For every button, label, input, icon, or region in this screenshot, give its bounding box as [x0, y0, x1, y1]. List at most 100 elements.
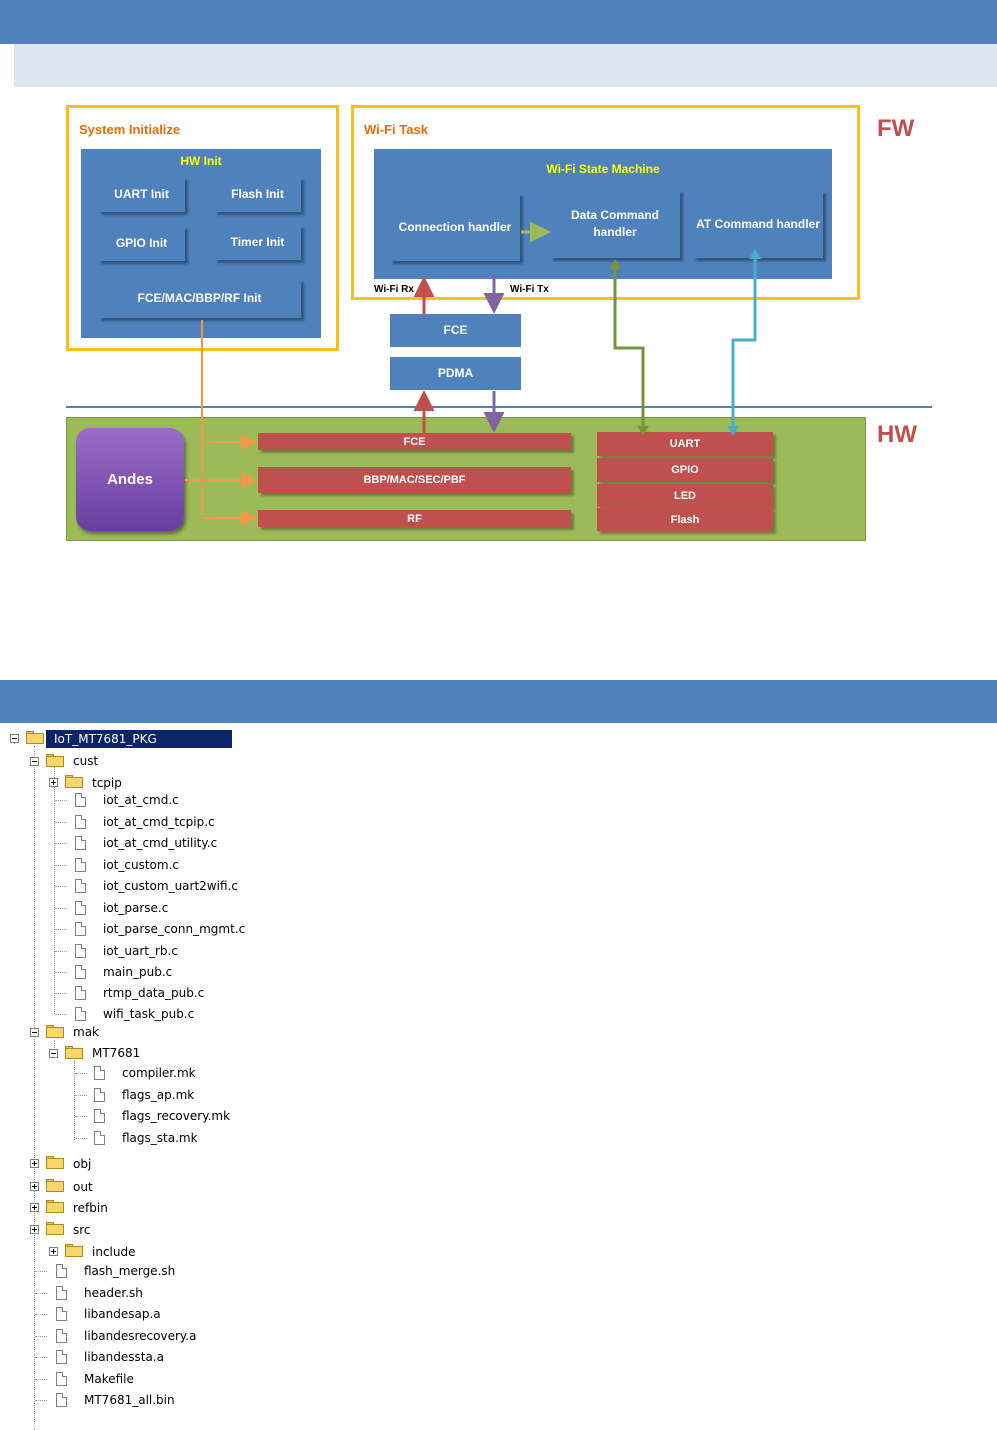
- connection-handler-box: Connection handler: [390, 193, 520, 261]
- file-icon: [56, 1393, 67, 1407]
- tree-item-cust[interactable]: cust: [73, 754, 99, 768]
- file-icon: [56, 1329, 67, 1343]
- file-icon: [75, 965, 86, 979]
- data-command-handler-box: Data Command handler: [550, 190, 680, 258]
- hw-label: HW: [877, 421, 917, 448]
- fce-mac-bbp-rf-init-box: FCE/MAC/BBP/RF Init: [98, 279, 301, 318]
- tree-item-file[interactable]: MT7681_all.bin: [84, 1393, 175, 1407]
- wifi-task-title: Wi-Fi Task: [364, 122, 428, 137]
- file-icon: [75, 986, 86, 1000]
- tree-item-obj[interactable]: obj: [73, 1157, 92, 1171]
- file-icon: [94, 1066, 105, 1080]
- hw-gpio-bar: GPIO: [597, 458, 773, 482]
- architecture-diagram: System Initialize HW Init UART Init Flas…: [0, 95, 997, 555]
- tree-item-file[interactable]: libandesrecovery.a: [84, 1329, 197, 1343]
- file-icon: [75, 793, 86, 807]
- include-expand-toggle[interactable]: [49, 1247, 58, 1256]
- tree-item-src[interactable]: src: [73, 1223, 91, 1237]
- at-command-handler-box: AT Command handler: [693, 190, 823, 258]
- file-icon: [75, 944, 86, 958]
- andes-cpu-box: Andes: [76, 428, 184, 531]
- flash-init-box: Flash Init: [214, 177, 301, 212]
- hw-flash-bar: Flash: [597, 508, 773, 531]
- folder-icon: [65, 1046, 83, 1059]
- tree-item-file[interactable]: wifi_task_pub.c: [103, 1007, 195, 1021]
- mt7681-collapse-toggle[interactable]: [49, 1049, 58, 1058]
- folder-icon: [46, 1222, 64, 1235]
- tree-item-file[interactable]: flash_merge.sh: [84, 1264, 176, 1278]
- folder-icon: [26, 731, 44, 744]
- file-icon: [56, 1307, 67, 1321]
- hw-fce-bar: FCE: [258, 433, 571, 450]
- file-icon: [75, 879, 86, 893]
- file-icon: [75, 836, 86, 850]
- src-expand-toggle[interactable]: [30, 1225, 39, 1234]
- file-icon: [56, 1372, 67, 1386]
- tree-root[interactable]: IoT_MT7681_PKG: [46, 730, 232, 748]
- tree-item-file[interactable]: flags_recovery.mk: [122, 1109, 231, 1123]
- tree-item-file[interactable]: libandessta.a: [84, 1350, 164, 1364]
- file-icon: [56, 1264, 67, 1278]
- file-icon: [94, 1088, 105, 1102]
- file-icon: [75, 922, 86, 936]
- tree-item-file[interactable]: iot_custom.c: [103, 858, 179, 872]
- tree-item-file[interactable]: iot_uart_rb.c: [103, 944, 178, 958]
- file-icon: [56, 1286, 67, 1300]
- tree-item-file[interactable]: rtmp_data_pub.c: [103, 986, 205, 1000]
- folder-icon: [46, 1200, 64, 1213]
- file-icon: [75, 815, 86, 829]
- folder-icon: [46, 1179, 64, 1192]
- tree-item-out[interactable]: out: [73, 1180, 93, 1194]
- out-expand-toggle[interactable]: [30, 1182, 39, 1191]
- system-initialize-title: System Initialize: [79, 122, 181, 137]
- header-band: [0, 0, 997, 44]
- wifi-rx-label: Wi-Fi Rx: [374, 284, 414, 295]
- fw-label: FW: [877, 115, 915, 142]
- cust-collapse-toggle[interactable]: [30, 757, 39, 766]
- tree-item-file[interactable]: Makefile: [84, 1372, 134, 1386]
- hw-init-title: HW Init: [180, 154, 222, 168]
- refbin-expand-toggle[interactable]: [30, 1203, 39, 1212]
- hw-bbp-mac-sec-pbf-bar: BBP/MAC/SEC/PBF: [258, 467, 571, 493]
- file-icon: [94, 1131, 105, 1145]
- tree-item-file[interactable]: flags_sta.mk: [122, 1131, 198, 1145]
- file-icon: [75, 858, 86, 872]
- folder-icon: [46, 1156, 64, 1169]
- wifi-tx-label: Wi-Fi Tx: [510, 284, 549, 295]
- hw-rf-bar: RF: [258, 510, 571, 527]
- tree-item-file[interactable]: compiler.mk: [122, 1066, 196, 1080]
- header-subband: [14, 44, 997, 87]
- tree-item-include[interactable]: include: [92, 1245, 136, 1259]
- tree-item-file[interactable]: header.sh: [84, 1286, 143, 1300]
- file-icon: [94, 1109, 105, 1123]
- tree-item-file[interactable]: iot_at_cmd_utility.c: [103, 836, 218, 850]
- tree-item-refbin[interactable]: refbin: [73, 1201, 108, 1215]
- hw-uart-bar: UART: [597, 432, 773, 456]
- file-icon: [75, 901, 86, 915]
- file-tree: IoT_MT7681_PKG cust tcpip iot_at_cmd.c i…: [0, 724, 997, 1430]
- tree-item-file[interactable]: main_pub.c: [103, 965, 173, 979]
- folder-icon: [46, 754, 64, 767]
- pdma-box: PDMA: [390, 357, 521, 390]
- tree-item-file[interactable]: iot_at_cmd.c: [103, 793, 179, 807]
- folder-icon: [46, 1025, 64, 1038]
- tree-item-file[interactable]: iot_parse.c: [103, 901, 169, 915]
- fce-box: FCE: [390, 314, 521, 347]
- tree-item-tcpip[interactable]: tcpip: [92, 776, 122, 790]
- obj-expand-toggle[interactable]: [30, 1159, 39, 1168]
- tree-item-file[interactable]: iot_custom_uart2wifi.c: [103, 879, 238, 893]
- root-collapse-toggle[interactable]: [10, 734, 19, 743]
- tree-item-file[interactable]: flags_ap.mk: [122, 1088, 195, 1102]
- folder-icon: [65, 775, 83, 788]
- gpio-init-box: GPIO Init: [98, 226, 185, 261]
- tree-item-mak[interactable]: mak: [73, 1025, 99, 1039]
- hw-led-bar: LED: [597, 484, 773, 507]
- fw-hw-separator: [66, 406, 932, 408]
- tree-item-file[interactable]: libandesap.a: [84, 1307, 161, 1321]
- tree-item-mt7681[interactable]: MT7681: [92, 1046, 141, 1060]
- tcpip-expand-toggle[interactable]: [49, 778, 58, 787]
- mak-collapse-toggle[interactable]: [30, 1028, 39, 1037]
- tree-item-file[interactable]: iot_parse_conn_mgmt.c: [103, 922, 246, 936]
- tree-item-file[interactable]: iot_at_cmd_tcpip.c: [103, 815, 215, 829]
- section-band: [0, 680, 997, 723]
